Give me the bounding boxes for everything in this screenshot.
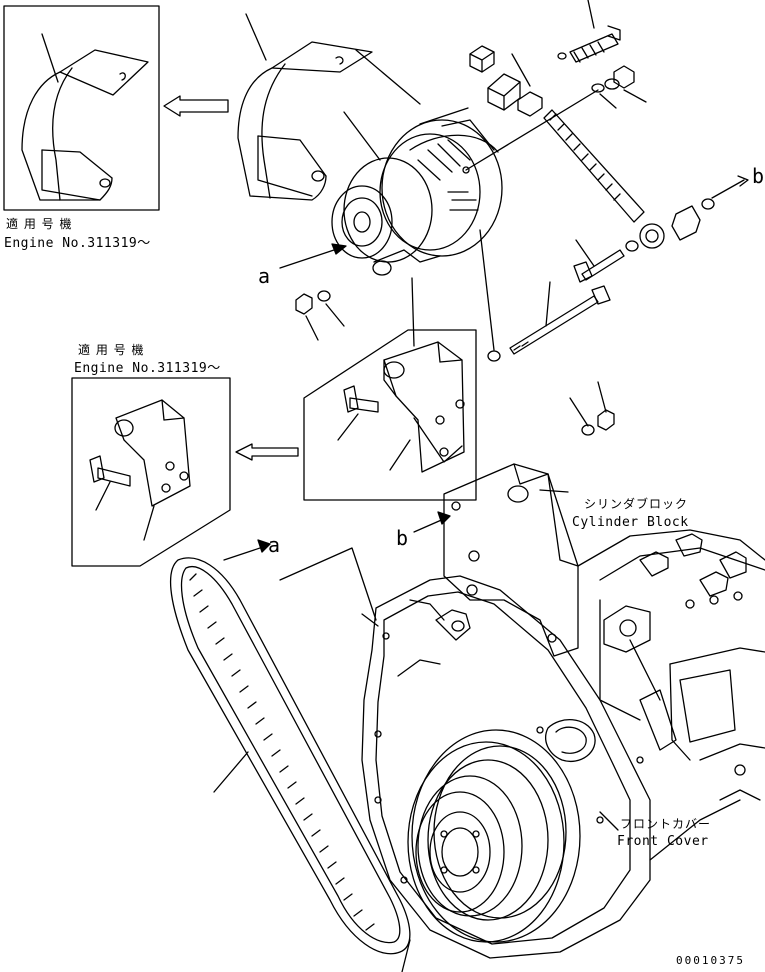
label-leaders: [539, 489, 619, 831]
inset-top-applicable-label: 適 用 号 機: [6, 217, 73, 231]
cylinder-block-label-en: Cylinder Block: [572, 515, 689, 530]
crankshaft-pulley: [401, 729, 581, 972]
cylinder-block-bracket: [443, 381, 615, 657]
alternator-bracket-frame: [303, 329, 477, 501]
drawing-code: 00010375: [676, 954, 745, 967]
hardware-top: [419, 0, 647, 125]
inset-box-top: [3, 5, 160, 211]
ref-arrow-b-bracket: [413, 511, 451, 533]
nut-washer-left: [295, 290, 345, 341]
inset-mid-engine-no: Engine No.311319～: [74, 361, 221, 376]
bracket-cover: [237, 13, 421, 201]
alternator-bracket: [337, 277, 465, 473]
arrow-to-mid-inset: [235, 443, 299, 461]
ref-letter-b-link: b: [752, 164, 765, 188]
ref-arrow-a-alternator: [279, 243, 347, 269]
front-cover-label-jp: フロントカバー: [620, 817, 712, 831]
front-cover: [361, 575, 651, 959]
v-belt: [169, 557, 411, 955]
front-cover-label-en: Front Cover: [617, 834, 709, 849]
cylinder-block-label-jp: シリンダブロック: [584, 497, 689, 511]
adjusting-link: [543, 109, 749, 252]
ref-letter-a-belt: a: [268, 533, 281, 557]
inset-top-engine-no: Engine No.311319～: [4, 236, 151, 251]
arrow-to-top-inset: [163, 95, 229, 117]
cylinder-block: [577, 529, 765, 861]
inset-mid-applicable-label: 適 用 号 機: [78, 343, 145, 357]
alternator: [331, 89, 599, 276]
ref-letter-b-bracket: b: [396, 526, 409, 550]
inset-box-mid: [71, 377, 231, 567]
ref-letter-a-alternator: a: [258, 264, 271, 288]
ref-arrow-a-belt: [223, 539, 377, 621]
mounting-bolts: [479, 229, 625, 362]
